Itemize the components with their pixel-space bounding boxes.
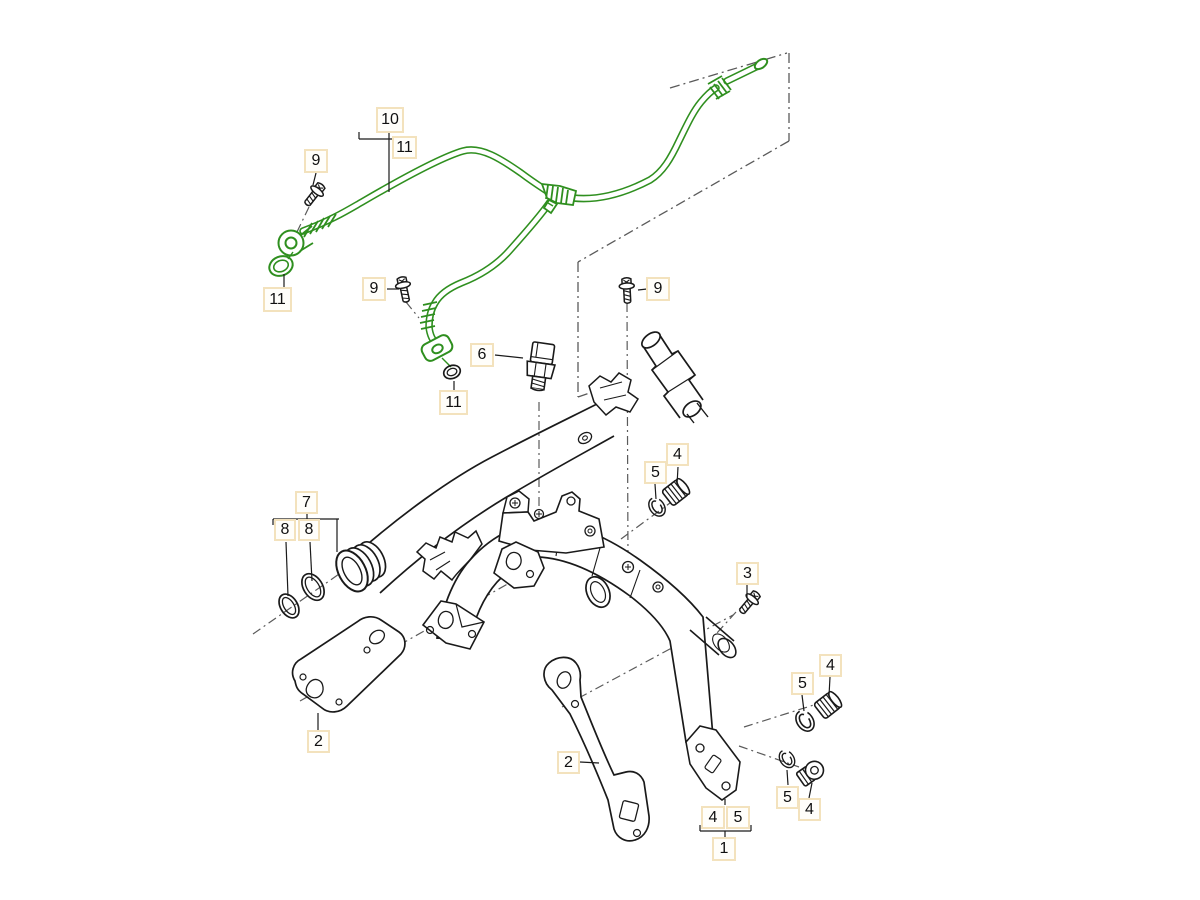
pipe-clamp [588,372,640,417]
callout-4-right-low[interactable]: 4 [798,798,821,821]
hose-eye-fitting [277,225,314,260]
seals-and-plugs [644,476,845,787]
callout-6[interactable]: 6 [470,343,494,367]
callout-4-right-up[interactable]: 4 [819,654,842,677]
hose-end-flange [420,334,454,362]
pipe-fitting [641,331,709,424]
temperature-sensor [526,341,557,392]
vent-hose [268,57,769,380]
callout-1[interactable]: 1 [712,837,736,861]
callout-5-right-up[interactable]: 5 [791,672,814,695]
callout-9-right[interactable]: 9 [646,277,670,301]
water-manifold [415,490,741,801]
callout-4-bottom[interactable]: 4 [701,806,725,829]
pipe-cap [335,549,369,593]
callout-4-upper[interactable]: 4 [666,443,689,466]
callout-8-left[interactable]: 8 [274,519,296,541]
callout-9-mid[interactable]: 9 [362,277,386,301]
sealing-ring-11-mid [442,364,462,380]
callout-11-left[interactable]: 11 [263,287,292,312]
o-ring-8-outer [278,572,325,619]
callout-3[interactable]: 3 [736,562,759,585]
callout-7[interactable]: 7 [295,491,318,514]
manifold-stub [689,616,737,659]
callout-11-mid[interactable]: 11 [439,390,468,415]
callout-5-bottom[interactable]: 5 [726,806,750,829]
callout-2-left[interactable]: 2 [307,730,330,753]
callout-9-left[interactable]: 9 [304,149,328,173]
hose-junction [540,182,578,215]
leader-lines [272,132,831,837]
callout-2-bottom[interactable]: 2 [557,751,580,774]
callout-5-upper[interactable]: 5 [644,461,667,484]
callout-11-top[interactable]: 11 [392,136,417,159]
coolant-pipe [335,331,709,594]
gasket-bottom [543,656,650,842]
cap-plug [795,760,825,787]
callout-5-right-low[interactable]: 5 [776,786,799,809]
gasket-left [291,616,406,713]
callout-8-right[interactable]: 8 [298,519,320,541]
callout-10[interactable]: 10 [376,107,404,133]
